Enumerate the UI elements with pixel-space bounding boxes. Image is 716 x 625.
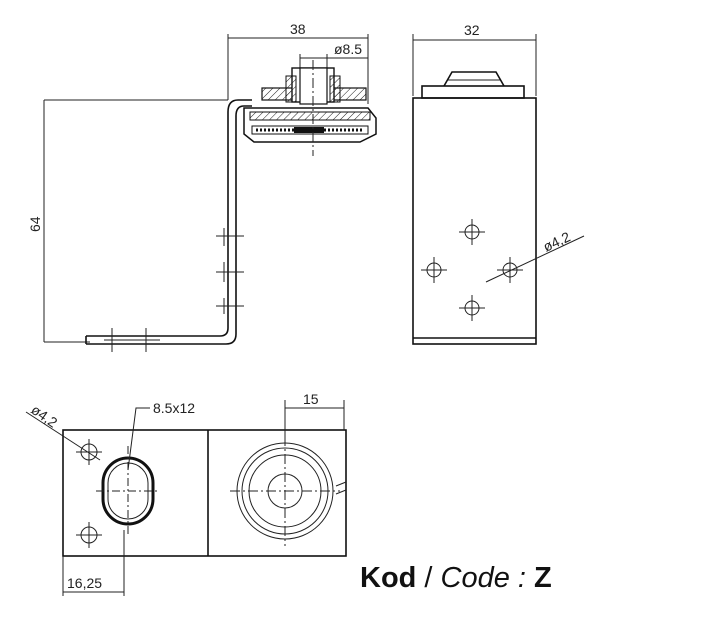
caption-colon: : <box>509 562 535 594</box>
edge-notch <box>335 481 347 495</box>
dim-64-text: 64 <box>27 216 43 232</box>
dim-32-text: 32 <box>464 22 480 38</box>
lock-base <box>421 85 525 99</box>
lock-cap <box>443 71 505 87</box>
flat-hole-bottom <box>76 522 102 548</box>
bracket-outer-edge <box>86 99 252 337</box>
front-hole-right <box>497 257 523 283</box>
housing-core <box>294 127 324 133</box>
barrel-wall-left <box>285 75 297 103</box>
dim-flat-hole-text: ø4,2 <box>28 401 60 430</box>
front-hole-left <box>421 257 447 283</box>
front-hole-bottom <box>459 295 485 321</box>
product-code-caption: Kod / Code : Z <box>360 562 552 595</box>
dim-hole-text: ø8.5 <box>334 41 362 57</box>
code-label: Code <box>440 562 510 594</box>
dim-38-text: 38 <box>290 21 306 37</box>
caption-separator: / <box>416 562 441 594</box>
flat-outline <box>62 429 347 557</box>
dim-front-hole-text: ø4,2 <box>541 228 573 254</box>
front-view: 32 ø4,2 <box>412 22 585 345</box>
leader-hole-front <box>485 235 585 283</box>
housing-teeth <box>251 125 369 135</box>
dim-1625-text: 16,25 <box>67 575 102 591</box>
dim-slot-text: 8.5x12 <box>153 400 195 416</box>
plate-outline <box>412 97 537 345</box>
leader-hole-flat <box>25 411 101 461</box>
leader-slot <box>127 407 150 471</box>
dim-15-text: 15 <box>303 391 319 407</box>
bracket-inner-edge <box>86 105 252 345</box>
flat-hole-top <box>76 439 102 465</box>
front-hole-top <box>459 219 485 245</box>
housing-section-top <box>249 111 371 121</box>
side-view: 38 ø8.5 64 <box>27 21 377 352</box>
code-value: Z <box>534 562 552 594</box>
barrel-wall-right <box>329 75 341 103</box>
kod-label: Kod <box>360 562 417 594</box>
flat-view: ø4,2 8.5x12 16,25 15 <box>25 391 347 596</box>
